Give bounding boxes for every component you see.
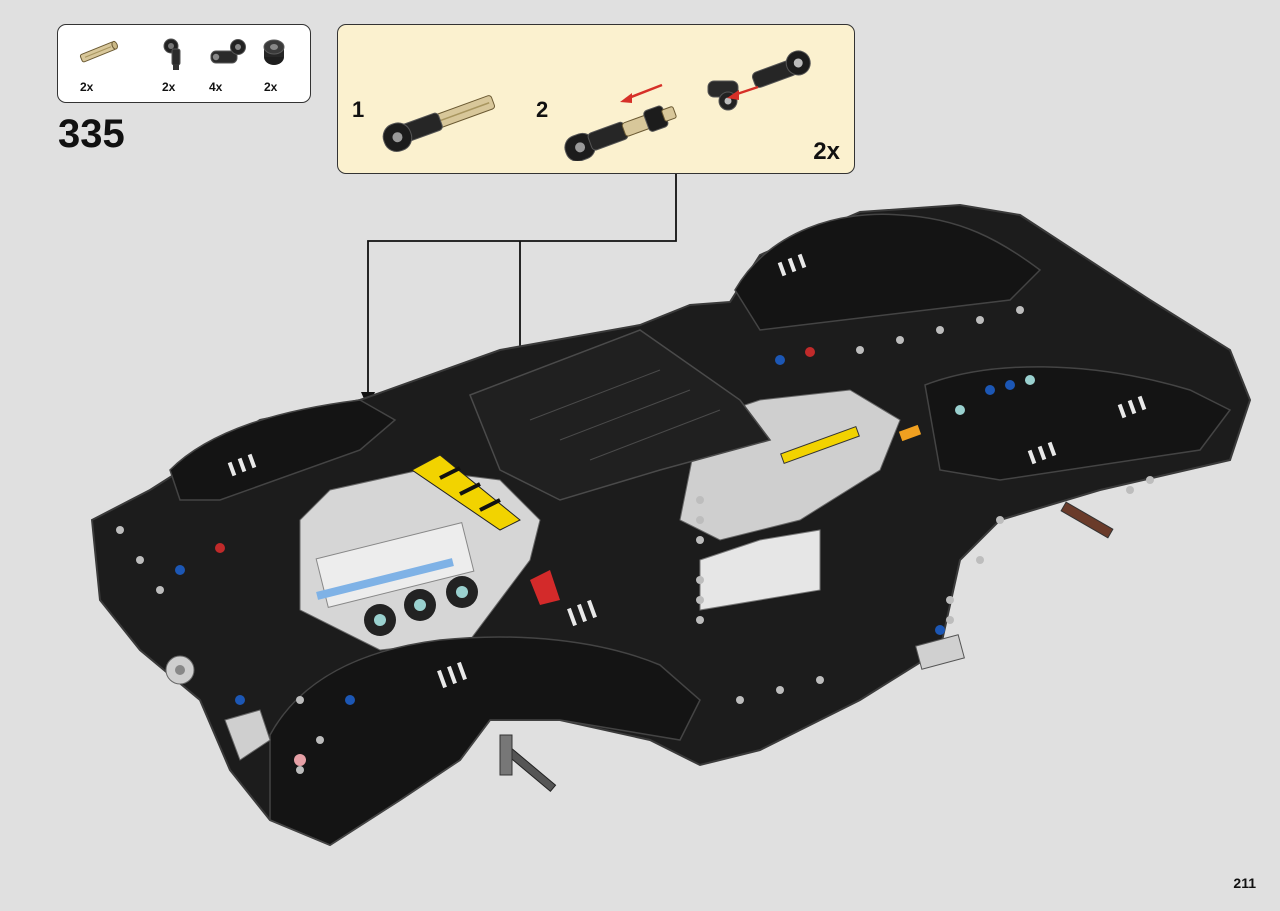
bush-icon [261,37,287,72]
angle-connector-icon [208,37,248,74]
step-number: 335 [58,112,125,156]
axle-connector-icon [76,37,120,72]
page-number: 211 [1233,875,1256,891]
sub-assembly-quantity: 2x [813,138,840,165]
part-quantity: 2x [264,80,278,94]
axle-assembly-icon [372,91,502,166]
parts-list-box: 2x 2x 4x 2x [57,24,311,103]
part-quantity: 2x [162,80,176,94]
sub-step-2-number: 2 [536,97,549,122]
part-quantity: 4x [209,80,223,94]
sub-step-1-number: 1 [352,97,365,122]
sub-assembly-box: 1 2 [337,24,855,174]
axle-pin-icon [160,37,186,78]
axle-extension-icon [552,41,822,166]
part-quantity: 2x [80,80,94,94]
